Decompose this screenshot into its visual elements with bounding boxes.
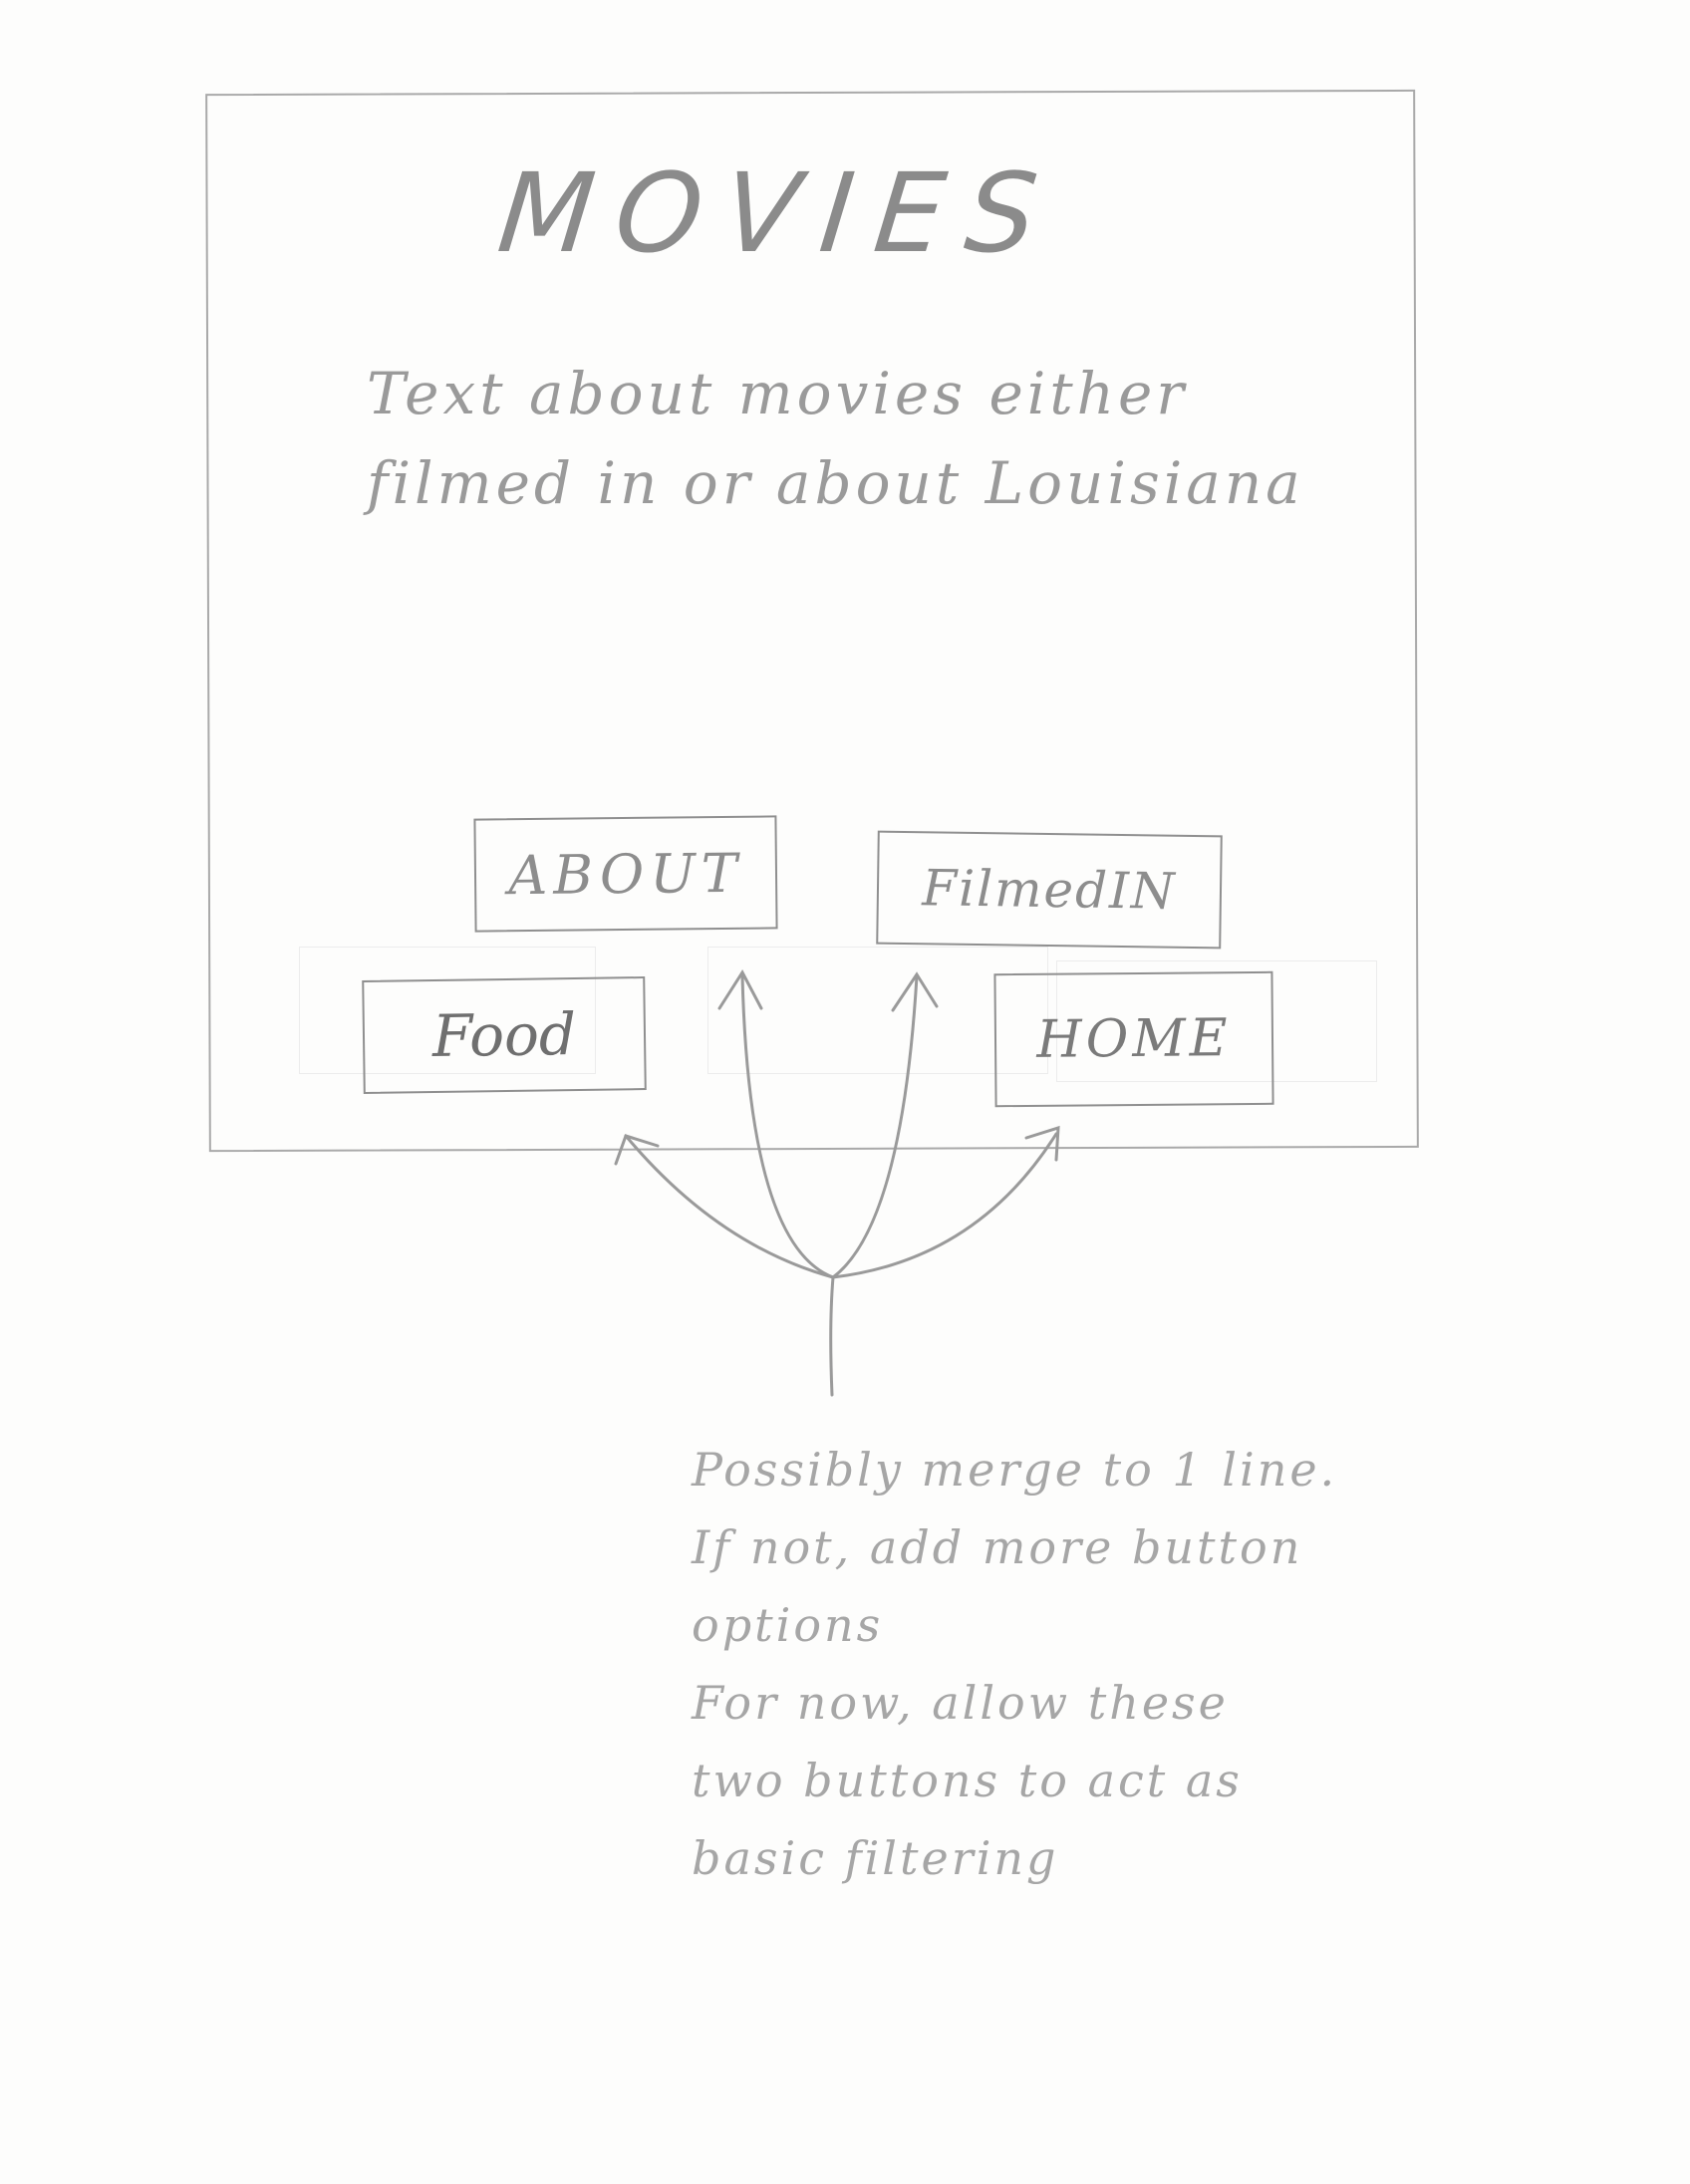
note-line: For now, allow these [692, 1676, 1229, 1730]
arrowhead-food [614, 1134, 660, 1166]
faint-ghost-box [707, 947, 1048, 1074]
note-line: options [692, 1598, 884, 1652]
note-line: Possibly merge to 1 line. [692, 1443, 1338, 1497]
arrowhead-filmed [891, 971, 939, 1012]
arrowhead-about [717, 969, 763, 1010]
annotation-note: Possibly merge to 1 line. If not, add mo… [692, 1431, 1449, 1897]
note-line: two buttons to act as [692, 1754, 1243, 1807]
note-line: basic filtering [692, 1831, 1059, 1885]
note-line: If not, add more button [692, 1520, 1303, 1574]
arrow-to-filmed [831, 974, 919, 1279]
faint-ghost-box [299, 947, 596, 1074]
description-text: Text about movies either filmed in or ab… [367, 349, 1363, 528]
description-line: filmed in or about Louisiana [367, 449, 1304, 517]
arrow-to-about [740, 974, 835, 1279]
arrowhead-home [1024, 1125, 1060, 1162]
arrow-to-food [624, 1134, 835, 1279]
arrow-to-home [831, 1132, 1058, 1279]
arrow-stem [829, 1275, 835, 1397]
faint-ghost-box [1056, 960, 1377, 1082]
description-line: Text about movies either [367, 360, 1189, 427]
